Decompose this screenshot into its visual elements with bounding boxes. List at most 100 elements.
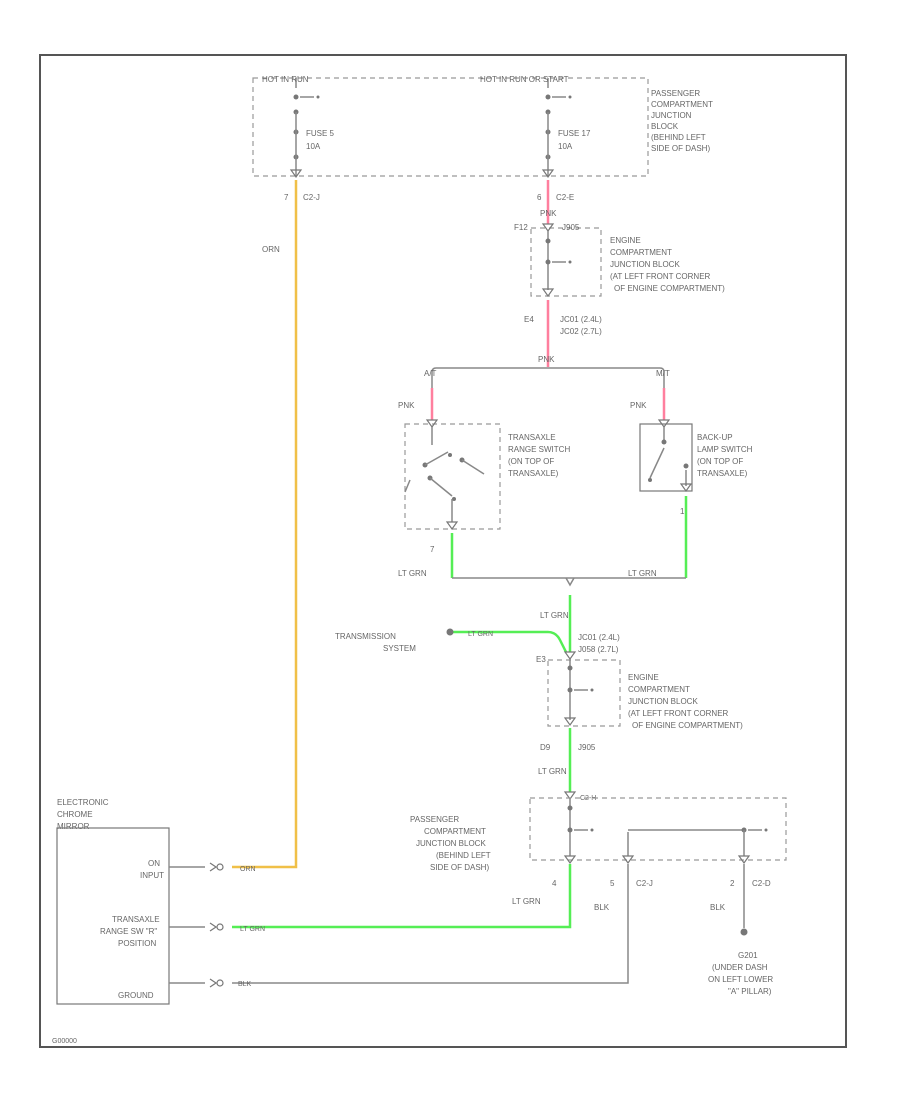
ecjb-bottom-pin-b: D9: [540, 743, 551, 752]
ecjb-top: F12 J905 ENGINE COMPARTMENT JUNCTION BLO…: [514, 223, 725, 336]
ecjb-bottom-label-line-2: COMPARTMENT: [628, 685, 690, 694]
wire-label-pnk-at: PNK: [398, 401, 415, 410]
ecjb-top-pin-a: F12: [514, 223, 528, 232]
backup-switch-pin: 1: [680, 507, 685, 516]
electronic-chrome-mirror: ELECTRONIC CHROME MIRROR ON INPUT TRANSA…: [56, 798, 265, 1005]
wire-label-ltgrn-trunk: LT GRN: [540, 611, 569, 620]
fuse-17-label: FUSE 17: [558, 129, 591, 138]
pcjb-bottom-label-line-2: COMPARTMENT: [424, 827, 486, 836]
diagram-frame: [39, 54, 847, 1048]
pcjb-top-label-line-4: BLOCK: [651, 122, 679, 131]
fuse-5-label: FUSE 5: [306, 129, 335, 138]
pcjb-top-label-line-5: (BEHIND LEFT: [651, 133, 706, 142]
pcjb-bottom-pin-c: 2: [730, 879, 735, 888]
wire-label-blk-right: BLK: [710, 903, 726, 912]
mirror-title-line-3: MIRROR: [57, 822, 90, 831]
pcjb-bottom-label-line-3: JUNCTION BLOCK: [416, 839, 486, 848]
mirror-ground-label: GROUND: [118, 991, 154, 1000]
ground-terminal-g201: [740, 928, 748, 936]
ground-label-line-1: (UNDER DASH: [712, 963, 768, 972]
ecjb-bottom-splice: J905: [578, 743, 596, 752]
ecjb-bottom-label-line-3: JUNCTION BLOCK: [628, 697, 698, 706]
wire-ltgrn-transmission: [452, 630, 568, 653]
wire-label-ltgrn-mid: LT GRN: [538, 767, 567, 776]
pcjb-bottom-conn-c: C2-D: [752, 879, 771, 888]
wire-label-ltgrn-bottom: LT GRN: [512, 897, 541, 906]
ecjb-top-splice: J905: [562, 223, 580, 232]
ecjb-top-conn-line-2: JC02 (2.7L): [560, 327, 602, 336]
wire-label-blk-left: BLK: [594, 903, 610, 912]
pcjb-bottom-label-line-5: SIDE OF DASH): [430, 863, 489, 872]
pcjb-top-label-line-2: COMPARTMENT: [651, 100, 713, 109]
pcjb-bottom-label-line-1: PASSENGER: [410, 815, 459, 824]
ecjb-bottom-label-line-5: OF ENGINE COMPARTMENT): [632, 721, 743, 730]
ground-label-line-3: "A" PILLAR): [728, 987, 772, 996]
pcjb-top-conn-left: C2-J: [303, 193, 320, 202]
pcjb-top: HOT IN RUN HOT IN RUN OR START FUSE 5 10…: [252, 75, 713, 202]
ecjb-top-label-line-5: OF ENGINE COMPARTMENT): [614, 284, 725, 293]
wire-label-ltgrn-right: LT GRN: [628, 569, 657, 578]
pcjb-top-label-line-1: PASSENGER: [651, 89, 700, 98]
wire-ltgrn-range-input: [232, 864, 572, 929]
pcjb-bottom-conn-b: C2-J: [636, 879, 653, 888]
ecjb-bottom-conn-line-1: JC01 (2.4L): [578, 633, 620, 642]
wire-orn-on-input: [232, 180, 298, 869]
ecjb-bottom-conn-line-2: J058 (2.7L): [578, 645, 619, 654]
ecjb-top-label-line-4: (AT LEFT FRONT CORNER: [610, 272, 711, 281]
trans-switch-pin: 7: [430, 545, 435, 554]
wire-label-orn: ORN: [262, 245, 280, 254]
ground-id: G201: [738, 951, 758, 960]
wire-split-top: [431, 367, 665, 388]
backup-switch-label-line-3: (ON TOP OF: [697, 457, 743, 466]
fuse-17-rating: 10A: [558, 142, 573, 151]
pcjb-top-label-line-6: SIDE OF DASH): [651, 144, 710, 153]
mirror-range-line-2: RANGE SW "R": [100, 927, 157, 936]
transmission-label-line-1: TRANSMISSION: [335, 632, 396, 641]
mirror-on-input-line-1: ON: [148, 859, 160, 868]
footer-code: G00000: [52, 1038, 77, 1045]
wire-label-ltgrn-transmission: LT GRN: [468, 631, 493, 638]
backup-switch-label-line-4: TRANSAXLE): [697, 469, 748, 478]
backup-lamp-switch: BACK-UP LAMP SWITCH (ON TOP OF TRANSAXLE…: [639, 419, 753, 516]
ecjb-bottom: JC01 (2.4L) J058 (2.7L) E3 ENGINE COMPAR…: [536, 633, 743, 752]
transaxle-range-switch: TRANSAXLE RANGE SWITCH (ON TOP OF TRANSA…: [404, 419, 570, 554]
wire-label-orn-mirror: ORN: [240, 866, 256, 873]
mirror-title-line-1: ELECTRONIC: [57, 798, 109, 807]
backup-switch-label-line-2: LAMP SWITCH: [697, 445, 753, 454]
pcjb-top-label-line-3: JUNCTION: [651, 111, 692, 120]
pcjb-top-pin-right: 6: [537, 193, 542, 202]
backup-switch-label-line-1: BACK-UP: [697, 433, 733, 442]
mirror-range-line-3: POSITION: [118, 939, 156, 948]
wire-label-pnk-mt: PNK: [630, 401, 647, 410]
mirror-on-input-line-2: INPUT: [140, 871, 164, 880]
ecjb-top-label-line-1: ENGINE: [610, 236, 641, 245]
wire-label-pnk-lower: PNK: [538, 355, 555, 364]
pcjb-bottom-pin-a: 4: [552, 879, 557, 888]
ecjb-top-conn-line-1: JC01 (2.4L): [560, 315, 602, 324]
bus-hot-in-run: HOT IN RUN: [262, 75, 309, 84]
trans-switch-label-line-1: TRANSAXLE: [508, 433, 556, 442]
pcjb-bottom-label-line-4: (BEHIND LEFT: [436, 851, 491, 860]
ground-label-line-2: ON LEFT LOWER: [708, 975, 773, 984]
wire-merge-tick: [565, 577, 575, 587]
ecjb-top-label-line-3: JUNCTION BLOCK: [610, 260, 680, 269]
wire-label-ltgrn-mirror: LT GRN: [240, 926, 265, 933]
pin-m-t: M/T: [656, 369, 670, 378]
pcjb-bottom-pin-b: 5: [610, 879, 615, 888]
wire-label-pnk-upper: PNK: [540, 209, 557, 218]
ecjb-top-label-line-2: COMPARTMENT: [610, 248, 672, 257]
pin-a-t: A/T: [424, 369, 437, 378]
trans-switch-label-line-4: TRANSAXLE): [508, 469, 559, 478]
trans-switch-label-line-3: (ON TOP OF: [508, 457, 554, 466]
wire-label-ltgrn-left: LT GRN: [398, 569, 427, 578]
fuse-5-rating: 10A: [306, 142, 321, 151]
mirror-title-line-2: CHROME: [57, 810, 93, 819]
pcjb-top-conn-right: C2-E: [556, 193, 574, 202]
ecjb-bottom-label-line-4: (AT LEFT FRONT CORNER: [628, 709, 729, 718]
pcjb-bottom: C2-H PASSENGER COMPARTMENT JUNCTION BLOC…: [410, 791, 787, 888]
bus-hot-in-run-or-start: HOT IN RUN OR START: [480, 75, 569, 84]
ecjb-bottom-pin-a: E3: [536, 655, 546, 664]
pcjb-top-pin-left: 7: [284, 193, 289, 202]
ecjb-bottom-label-line-1: ENGINE: [628, 673, 659, 682]
